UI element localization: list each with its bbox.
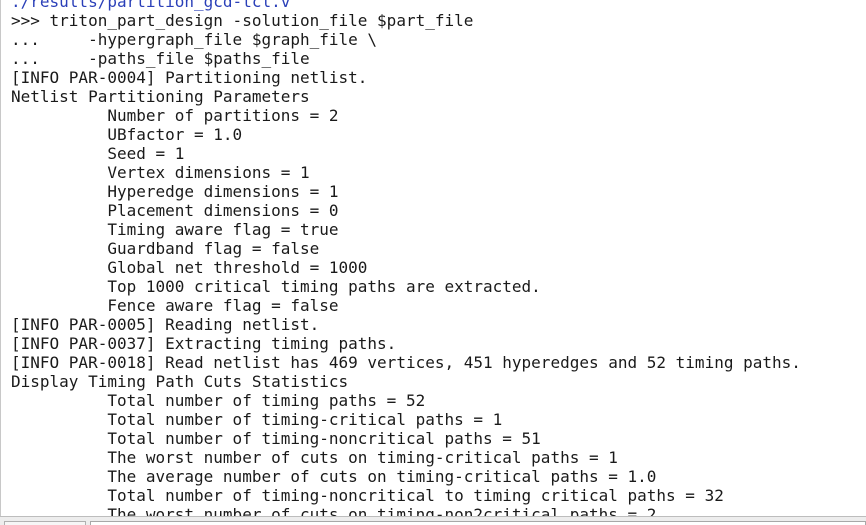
statistic-line: The worst number of cuts on timing-non2c… bbox=[11, 505, 657, 516]
info-message: [INFO PAR-0005] Reading netlist. bbox=[11, 315, 320, 334]
info-message: [INFO PAR-0004] Partitioning netlist. bbox=[11, 68, 368, 87]
statistic-line: Total number of timing-noncritical to ti… bbox=[11, 486, 724, 505]
parameter-line: Global net threshold = 1000 bbox=[11, 258, 368, 277]
statistic-line: Total number of timing paths = 52 bbox=[11, 391, 426, 410]
console-mode-tab[interactable] bbox=[4, 521, 86, 525]
section-heading: Netlist Partitioning Parameters bbox=[11, 87, 310, 106]
parameter-line: Fence aware flag = false bbox=[11, 296, 339, 315]
terminal-lines: ./results/partition_gcd-tcl.v >>> triton… bbox=[11, 0, 801, 516]
section-heading: Display Timing Path Cuts Statistics bbox=[11, 372, 349, 391]
command-continuation: ... -paths_file $paths_file bbox=[11, 49, 310, 68]
bottom-input-bar bbox=[0, 516, 866, 525]
statistic-line: Total number of timing-critical paths = … bbox=[11, 410, 503, 429]
parameter-line: Timing aware flag = true bbox=[11, 220, 339, 239]
statistic-line: The average number of cuts on timing-cri… bbox=[11, 467, 657, 486]
statistic-line: Total number of timing-noncritical paths… bbox=[11, 429, 541, 448]
command-continuation: ... -hypergraph_file $graph_file \ bbox=[11, 30, 378, 49]
parameter-line: Hyperedge dimensions = 1 bbox=[11, 182, 339, 201]
parameter-line: Top 1000 critical timing paths are extra… bbox=[11, 277, 541, 296]
parameter-line: Guardband flag = false bbox=[11, 239, 320, 258]
parameter-line: Vertex dimensions = 1 bbox=[11, 163, 310, 182]
command-input[interactable] bbox=[90, 521, 866, 525]
statistic-line: The worst number of cuts on timing-criti… bbox=[11, 448, 618, 467]
info-message: [INFO PAR-0018] Read netlist has 469 ver… bbox=[11, 353, 801, 372]
parameter-line: Number of partitions = 2 bbox=[11, 106, 339, 125]
parameter-line: UBfactor = 1.0 bbox=[11, 125, 243, 144]
parameter-line: Placement dimensions = 0 bbox=[11, 201, 339, 220]
parameter-line: Seed = 1 bbox=[11, 144, 185, 163]
info-message: [INFO PAR-0037] Extracting timing paths. bbox=[11, 334, 397, 353]
command-line: >>> triton_part_design -solution_file $p… bbox=[11, 11, 474, 30]
output-file-path[interactable]: ./results/partition_gcd-tcl.v bbox=[11, 0, 291, 11]
